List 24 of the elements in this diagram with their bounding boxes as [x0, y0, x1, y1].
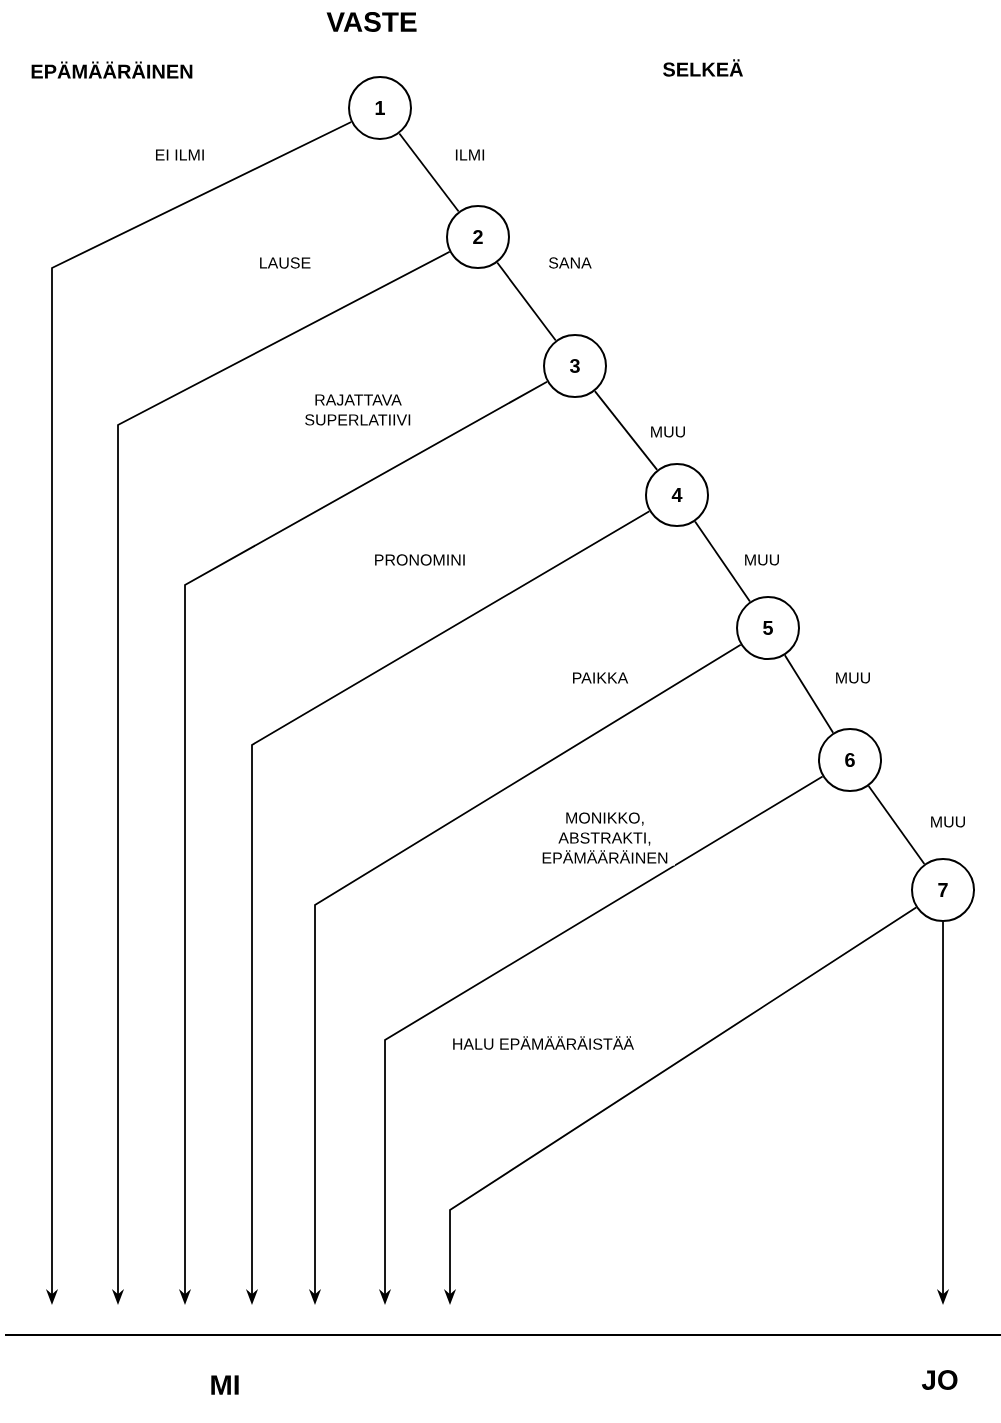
connector-line [496, 261, 557, 342]
axis-end-label: SELKEÄ [663, 59, 744, 77]
edge-label: MONIKKO, ABSTRAKTI, EPÄMÄÄRÄINEN [535, 810, 675, 866]
edge-label: PRONOMINI [371, 552, 469, 568]
edge-label: HALU EPÄMÄÄRÄISTÄÄ [449, 1034, 637, 1052]
edge-label: SANA [546, 255, 594, 271]
edge-label: MUU [647, 424, 689, 440]
axis-end-label: MI [211, 1375, 239, 1395]
connector-line [867, 785, 926, 865]
edge-label: MUU [832, 670, 874, 686]
edge-label: PAIKKA [569, 670, 631, 686]
connector-line [694, 520, 751, 603]
edge-label: MUU [927, 814, 969, 830]
connector-line [784, 654, 835, 734]
edge-label: LAUSE [256, 255, 314, 271]
axis-end-label: EPÄMÄÄRÄINEN [31, 61, 193, 79]
connector-line [593, 390, 659, 471]
connector-line [398, 132, 460, 213]
edge-label: ILMI [452, 147, 488, 163]
edge-label: RAJATTAVA SUPERLATIIVI [294, 392, 422, 428]
axis-end-label: JO [921, 1370, 958, 1390]
heading: VASTE [326, 12, 417, 32]
edge-label: EI ILMI [152, 147, 208, 163]
edge-label: MUU [741, 552, 783, 568]
